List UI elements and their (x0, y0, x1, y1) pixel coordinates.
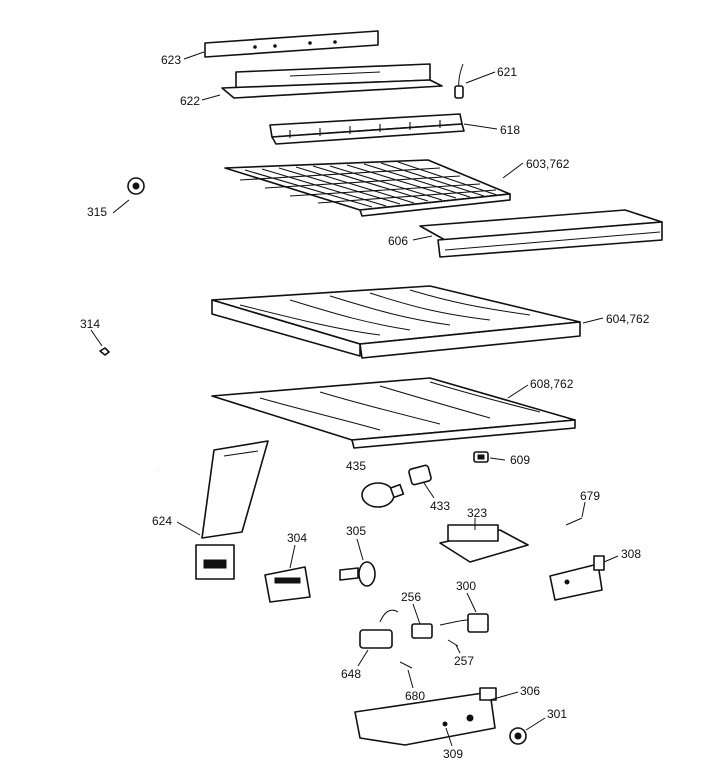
part-648-motor (359, 609, 399, 649)
label-604-762: 604,762 (606, 312, 650, 326)
label-301: 301 (547, 707, 567, 721)
leader-lines (90, 51, 619, 747)
label-608-762: 608,762 (530, 377, 574, 391)
part-618-rail (269, 113, 465, 145)
part-604-shelf (211, 285, 581, 359)
part-608-pan (211, 377, 576, 449)
part-606-crisper-cover (419, 209, 663, 258)
label-435: 435 (346, 459, 366, 473)
label-679: 679 (580, 489, 600, 503)
label-623: 623 (161, 53, 181, 67)
part-301-knob (509, 727, 527, 745)
label-305: 305 (346, 524, 366, 538)
label-323: 323 (467, 506, 487, 520)
label-606: 606 (388, 234, 408, 248)
label-621: 621 (497, 65, 517, 79)
label-680: 680 (405, 689, 425, 703)
part-labels: 623 622 621 618 603,762 315 606 314 604,… (80, 53, 650, 761)
part-314-clip (99, 347, 110, 356)
label-315: 315 (87, 205, 107, 219)
part-435-light-bulb (361, 482, 405, 508)
part-315-drain-tube (125, 177, 160, 479)
part-323-bracket (439, 524, 529, 563)
label-618: 618 (500, 123, 520, 137)
part-305-knob (339, 561, 376, 587)
label-300: 300 (456, 579, 476, 593)
label-609: 609 (510, 453, 530, 467)
label-304: 304 (287, 531, 307, 545)
label-648: 648 (341, 667, 361, 681)
label-306: 306 (520, 684, 540, 698)
part-622-channel (221, 63, 443, 99)
part-300-switch (439, 613, 489, 633)
part-621-sensor (454, 63, 464, 99)
part-433-socket (408, 464, 432, 486)
part-680-screw (399, 661, 413, 669)
label-622: 622 (180, 94, 200, 108)
label-309: 309 (443, 747, 463, 761)
label-308: 308 (621, 547, 641, 561)
part-256-relay (411, 623, 433, 639)
label-257: 257 (454, 654, 474, 668)
part-679-screw (565, 517, 583, 526)
label-603-762: 603,762 (526, 157, 570, 171)
part-609-clip (473, 451, 489, 463)
part-623-top-strip (204, 30, 379, 58)
label-624: 624 (152, 514, 172, 528)
part-308-plate (549, 555, 605, 601)
label-433: 433 (430, 499, 450, 513)
part-603-wire-shelf (224, 159, 511, 217)
part-306-housing (354, 687, 497, 746)
label-314: 314 (80, 317, 100, 331)
part-304-control (264, 566, 311, 603)
part-624-panel (195, 440, 269, 580)
label-256: 256 (401, 590, 421, 604)
